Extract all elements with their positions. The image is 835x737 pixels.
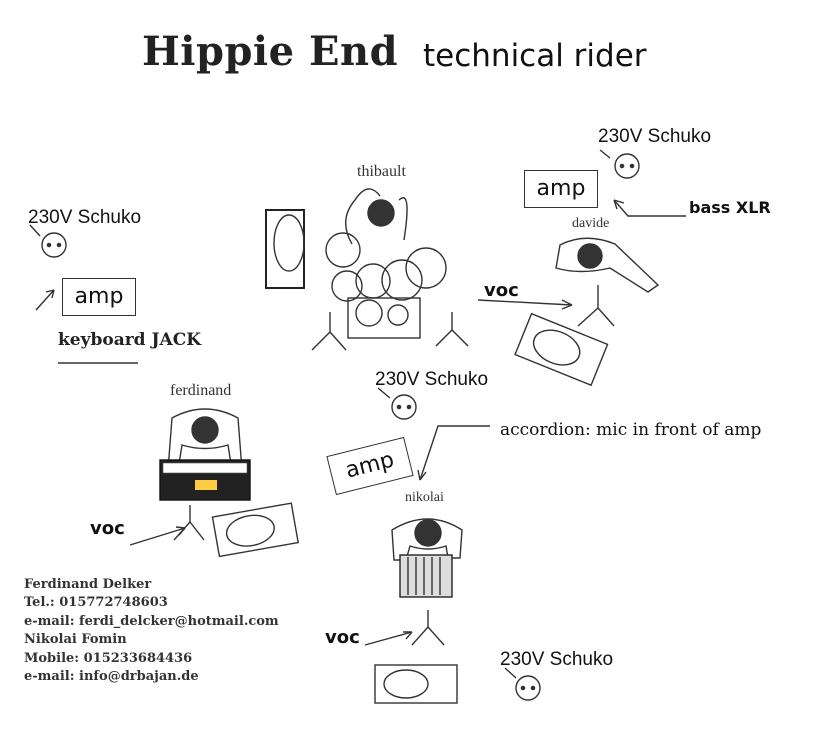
keyboard-instrument xyxy=(159,459,251,501)
outlet-label-topright: 230V Schuko xyxy=(598,126,712,147)
voc-arrow-davide xyxy=(477,299,573,310)
accordion-note: accordion: mic in front of amp xyxy=(500,420,762,440)
contact-line: Ferdinand Delker xyxy=(24,577,152,592)
mic-stand-thibault-left xyxy=(311,312,347,351)
amp-davide: amp xyxy=(524,170,598,208)
contact-block: Ferdinand Delker Tel.: 015772748603 e-ma… xyxy=(24,576,279,686)
document-title: technical rider xyxy=(423,38,647,74)
outlet-topright xyxy=(599,149,640,179)
musician-name-ferdinand: ferdinand xyxy=(170,382,232,399)
mic-stand-davide xyxy=(577,285,615,327)
musician-ferdinand xyxy=(167,408,243,471)
musician-davide xyxy=(555,237,660,293)
speaker-monitor-thibault xyxy=(265,209,305,289)
musician-nikolai xyxy=(391,518,463,561)
musician-thibault-body xyxy=(345,188,408,245)
speaker-monitor-davide xyxy=(514,312,609,387)
voc-label-ferdinand: voc xyxy=(90,518,125,539)
musician-name-davide: davide xyxy=(572,216,610,231)
musician-name-nikolai: nikolai xyxy=(405,490,444,505)
contact-line: e-mail: ferdi_delcker@hotmail.com xyxy=(24,613,279,629)
contact-line: e-mail: info@drbajan.de xyxy=(24,669,199,685)
bass-note: bass XLR xyxy=(689,198,771,217)
accordion-instrument xyxy=(399,554,453,598)
keyboard-note: keyboard JACK xyxy=(58,330,202,350)
speaker-monitor-ferdinand xyxy=(211,502,300,558)
amp-keyboard: amp xyxy=(62,278,136,316)
keyboard-jack-arrow xyxy=(35,289,138,364)
voc-arrow-nikolai xyxy=(364,631,413,646)
contact-line: Nikolai Fomin xyxy=(24,632,127,648)
outlet-bottomright xyxy=(504,667,541,701)
drum-kit xyxy=(325,232,447,339)
contact-line: Tel.: 015772748603 xyxy=(24,595,168,611)
outlet-label-left: 230V Schuko xyxy=(28,207,142,228)
mic-stand-nikolai xyxy=(411,610,445,646)
outlet-label-bottomright: 230V Schuko xyxy=(500,649,614,670)
mic-stand-ferdinand xyxy=(173,505,205,541)
voc-label-nikolai: voc xyxy=(325,627,360,648)
outlet-label-center: 230V Schuko xyxy=(375,369,489,390)
band-title: Hippie End xyxy=(142,28,399,75)
outlet-left xyxy=(29,224,67,258)
outlet-center xyxy=(377,387,417,420)
musician-name-thibault: thibault xyxy=(357,163,406,180)
voc-label-davide: voc xyxy=(484,280,519,301)
bass-xlr-arrow xyxy=(613,199,686,217)
accordion-arrow xyxy=(417,425,490,481)
contact-line: Mobile: 015233684436 xyxy=(24,650,193,666)
mic-stand-thibault-right xyxy=(435,312,469,347)
speaker-monitor-nikolai xyxy=(374,664,458,704)
